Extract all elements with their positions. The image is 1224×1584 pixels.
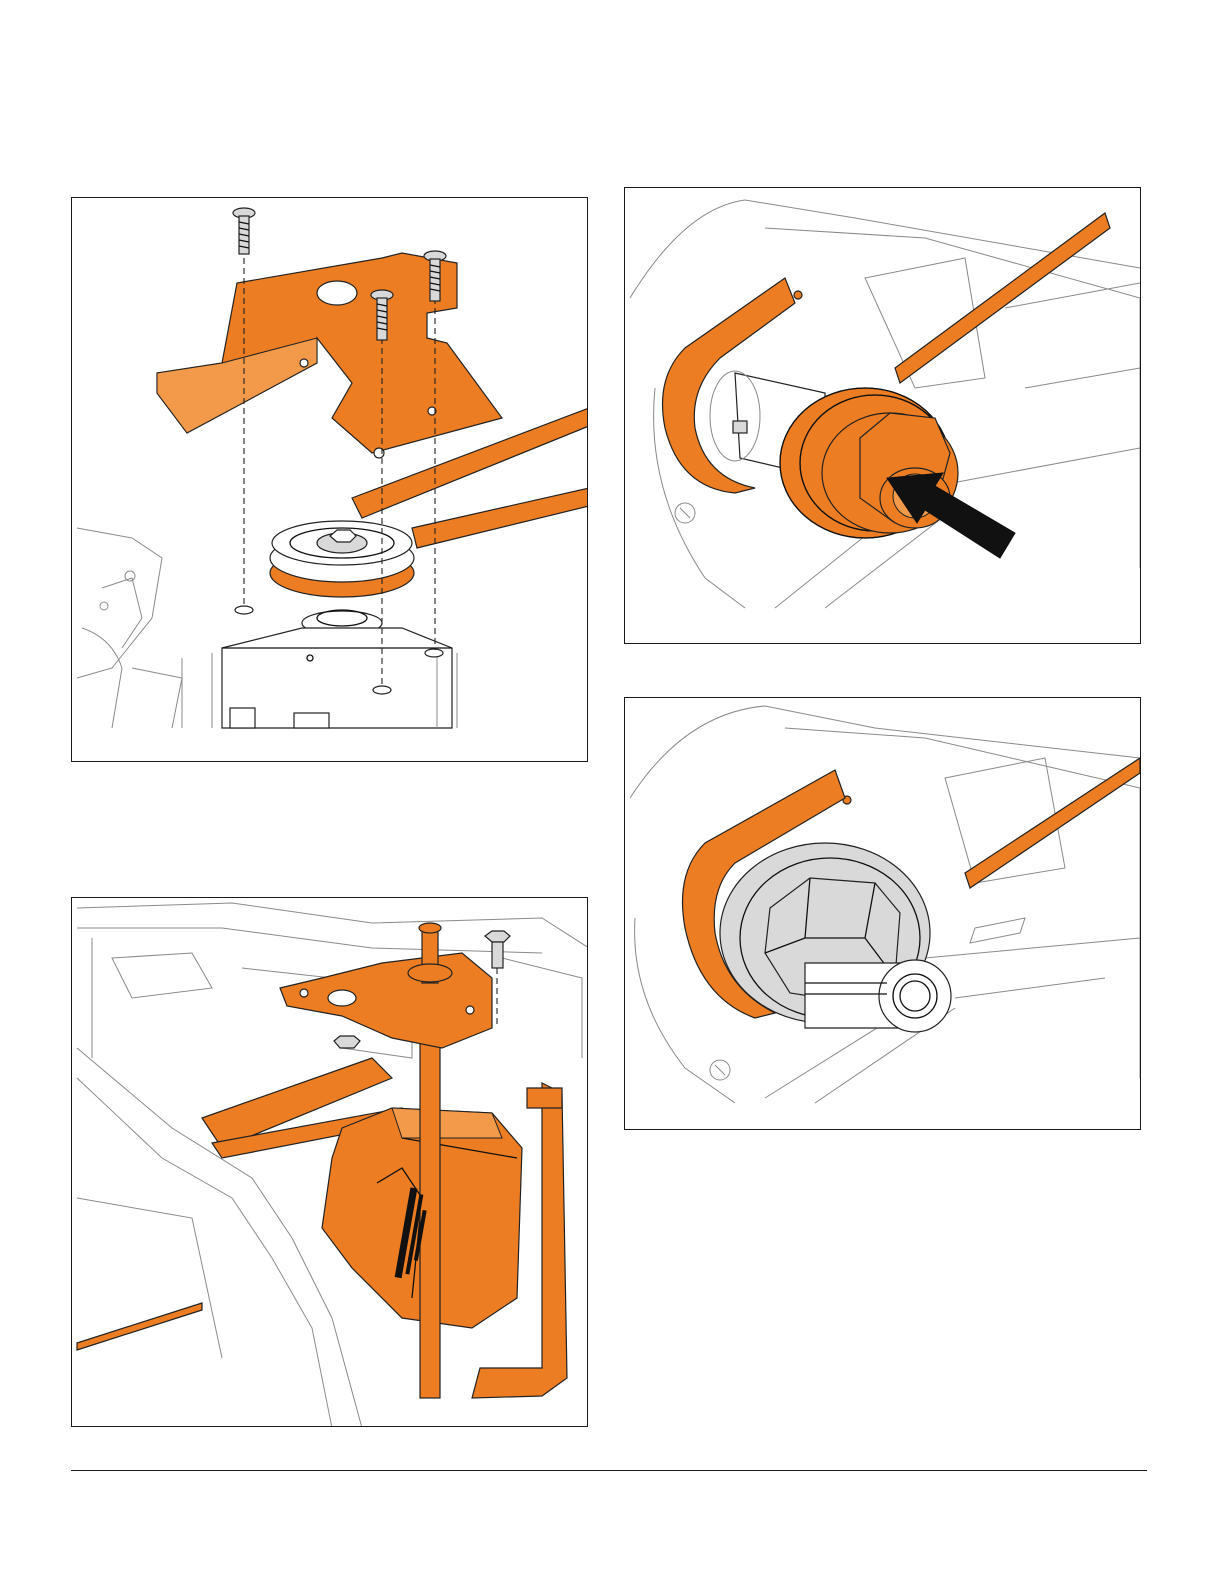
illustration-bracket-removal xyxy=(71,197,588,762)
illustration-shaft-washer xyxy=(624,697,1141,1130)
illustration-gearbox-mount xyxy=(71,897,588,1427)
gearbox-mount-drawing xyxy=(72,898,588,1427)
bracket-screws-pulley-drawing xyxy=(72,198,588,762)
footer-rule xyxy=(71,1470,1147,1471)
screw-icon xyxy=(233,208,255,254)
nut-icon xyxy=(334,1036,360,1048)
shaft-washer-drawing xyxy=(625,698,1141,1130)
illustration-pulley-nut xyxy=(624,187,1141,644)
pulley-nut-drawing xyxy=(625,188,1141,644)
bolt-icon xyxy=(485,931,510,968)
